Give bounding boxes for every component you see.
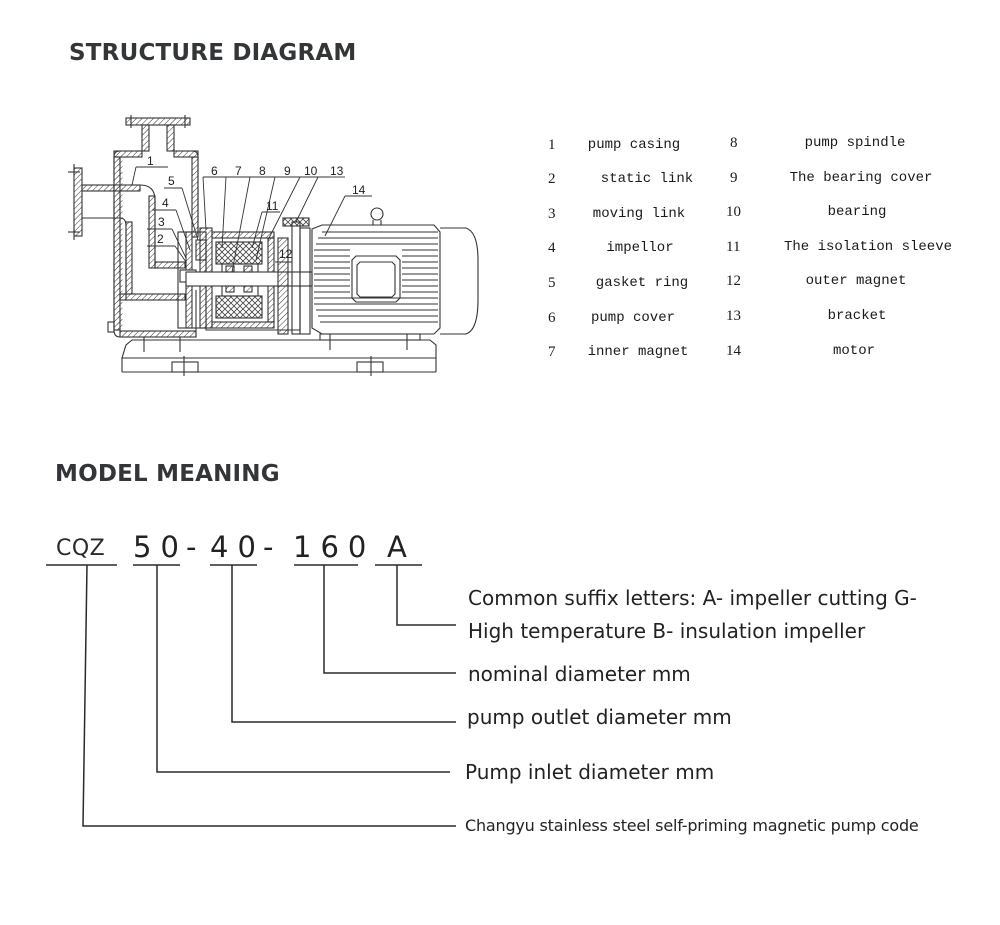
meaning-suffix-line2: High temperature B- insulation impeller	[468, 619, 866, 643]
callout-leaders	[131, 166, 372, 273]
outlet-flange	[125, 115, 191, 152]
callout-9: 9	[284, 164, 291, 178]
callout-7: 7	[235, 164, 242, 178]
callout-3: 3	[158, 215, 165, 229]
meaning-outlet: pump outlet diameter mm	[467, 705, 732, 729]
callout-13: 13	[330, 164, 344, 178]
connector-outlet	[231, 565, 456, 723]
pump-structure-drawing: 1 2 3 4 5 6 7 8 9 10 13 11 12 14	[68, 115, 479, 376]
model-meaning-title: MODEL MEANING	[55, 461, 280, 487]
base	[121, 337, 437, 376]
connector-suffix	[396, 565, 456, 626]
meaning-suffix-line1: Common suffix letters: A- impeller cutti…	[468, 586, 917, 610]
callout-8: 8	[259, 164, 266, 178]
callout-11: 11	[266, 199, 279, 213]
connector-inlet	[156, 565, 450, 773]
model-code-dash: -	[263, 530, 283, 564]
model-code-suffix: A	[387, 530, 416, 564]
callout-2: 2	[157, 232, 164, 246]
callout-4: 4	[162, 196, 169, 210]
model-code-series: CQZ	[56, 536, 106, 561]
pump-casing	[68, 150, 199, 338]
motor	[311, 207, 479, 350]
callout-6: 6	[211, 164, 218, 178]
meaning-inlet: Pump inlet diameter mm	[465, 760, 715, 784]
callout-10: 10	[304, 164, 318, 178]
connector-impeller	[323, 565, 456, 674]
meaning-code: Changyu stainless steel self-priming mag…	[465, 816, 919, 835]
model-code-impeller: 160	[293, 530, 376, 564]
connector-code	[82, 564, 456, 827]
model-code-inlet: 50	[133, 530, 188, 564]
structure-diagram-title: STRUCTURE DIAGRAM	[69, 40, 357, 66]
callout-5: 5	[168, 174, 175, 188]
model-code-outlet: 40	[210, 530, 265, 564]
callout-1: 1	[147, 154, 154, 168]
model-code-dash: -	[186, 530, 206, 564]
meaning-nominal: nominal diameter mm	[468, 662, 691, 686]
magnets	[215, 241, 263, 319]
callout-14: 14	[352, 183, 366, 197]
callout-12: 12	[279, 247, 293, 261]
